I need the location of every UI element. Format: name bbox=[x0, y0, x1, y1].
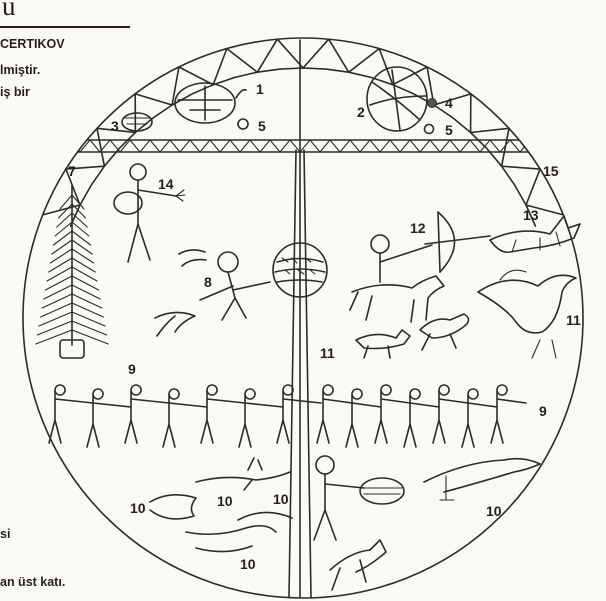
label-7: 7 bbox=[68, 163, 76, 179]
label-9-left: 9 bbox=[128, 361, 136, 377]
label-5-right: 5 bbox=[445, 122, 453, 138]
sun-symbol bbox=[175, 83, 235, 123]
shaman-with-drum-figure bbox=[114, 164, 185, 262]
eagle-figure bbox=[478, 270, 576, 358]
star-dark bbox=[428, 99, 437, 108]
label-9-right: 9 bbox=[539, 403, 547, 419]
label-10-b: 10 bbox=[217, 493, 233, 509]
small-animals-group bbox=[356, 314, 469, 358]
label-12: 12 bbox=[410, 220, 426, 236]
star-circle-left bbox=[238, 119, 248, 129]
label-10-d: 10 bbox=[240, 556, 256, 572]
label-15: 15 bbox=[543, 163, 559, 179]
star-circle-right bbox=[425, 125, 434, 134]
world-tree-axis bbox=[289, 40, 311, 597]
label-2: 2 bbox=[357, 104, 365, 120]
label-13: 13 bbox=[523, 207, 539, 223]
dancers-chain-right bbox=[317, 385, 526, 447]
figure-with-bird bbox=[155, 250, 270, 336]
sky-zigzag-band bbox=[0, 39, 606, 226]
label-14: 14 bbox=[158, 176, 174, 192]
bird-mark bbox=[236, 90, 246, 98]
dancers-chain-left bbox=[49, 385, 321, 447]
label-3: 3 bbox=[111, 118, 119, 134]
label-4: 4 bbox=[445, 95, 453, 111]
label-10-e: 10 bbox=[486, 503, 502, 519]
tree-figure bbox=[36, 185, 109, 358]
label-11-left: 11 bbox=[320, 345, 335, 361]
label-11-right: 11 bbox=[566, 312, 581, 328]
label-5-left: 5 bbox=[258, 118, 266, 134]
moon-symbol bbox=[367, 67, 427, 131]
label-10-a: 10 bbox=[130, 500, 146, 516]
label-8: 8 bbox=[204, 274, 212, 290]
label-10-c: 10 bbox=[273, 491, 289, 507]
label-1: 1 bbox=[256, 81, 264, 97]
